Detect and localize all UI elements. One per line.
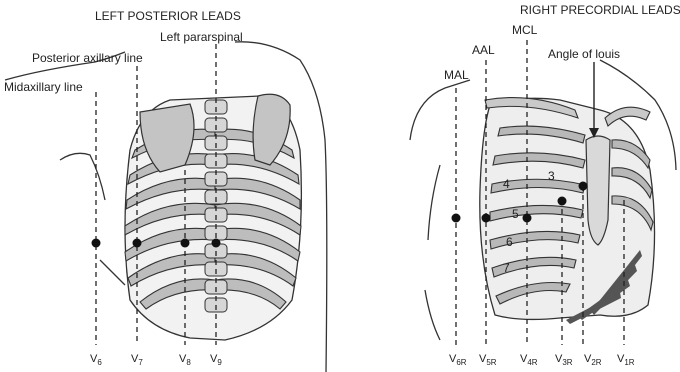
rib-number-4: 4 [503,177,510,191]
left-paraspinal-label: Left pararspinal [160,30,243,44]
lead-label-v3r: V3R [555,353,573,367]
lead-label-v7: V7 [131,353,143,367]
electrode-v5r [482,214,491,223]
electrode-v7 [133,239,142,248]
right-panel-title: RIGHT PRECORDIAL LEADS [520,3,680,17]
electrode-v8 [181,239,190,248]
electrode-v6r [452,214,461,223]
angle-of-louis-label: Angle of louis [548,47,620,61]
lead-label-v8: V8 [179,353,191,367]
posterior-axillary-line-label: Posterior axillary line [32,51,143,65]
left-clavicle [605,107,650,126]
left-lead-labels: V6 V7 V8 V9 [90,353,222,367]
left-arm-outline [60,153,125,285]
rib-number-3: 3 [548,169,555,183]
aal-label: AAL [472,43,495,57]
electrode-v4r [523,214,532,223]
rib-number-5: 5 [512,207,519,221]
electrode-v6 [92,239,101,248]
lead-label-v4r: V4R [520,353,538,367]
lead-label-v9: V9 [210,353,222,367]
sternum [586,136,610,245]
right-anterior-figure: 3 4 5 6 7 [410,40,676,345]
lead-label-v5r: V5R [479,353,497,367]
right-arm-outline [425,165,440,340]
lead-label-v1r: V1R [617,353,635,367]
electrode-v3r [558,197,567,206]
electrode-v9 [212,239,221,248]
mal-label: MAL [444,68,469,82]
rib-number-7: 7 [503,261,510,275]
left-panel-title: LEFT POSTERIOR LEADS [95,9,241,23]
midaxillary-line-label: Midaxillary line [4,80,83,94]
mcl-label: MCL [512,23,538,37]
rib-number-6: 6 [506,235,513,249]
electrode-v2r [579,182,588,191]
lead-label-v2r: V2R [584,353,602,367]
lead-label-v6: V6 [90,353,102,367]
right-lead-labels: V6R V5R V4R V3R V2R V1R [449,353,635,367]
lead-label-v6r: V6R [449,353,467,367]
